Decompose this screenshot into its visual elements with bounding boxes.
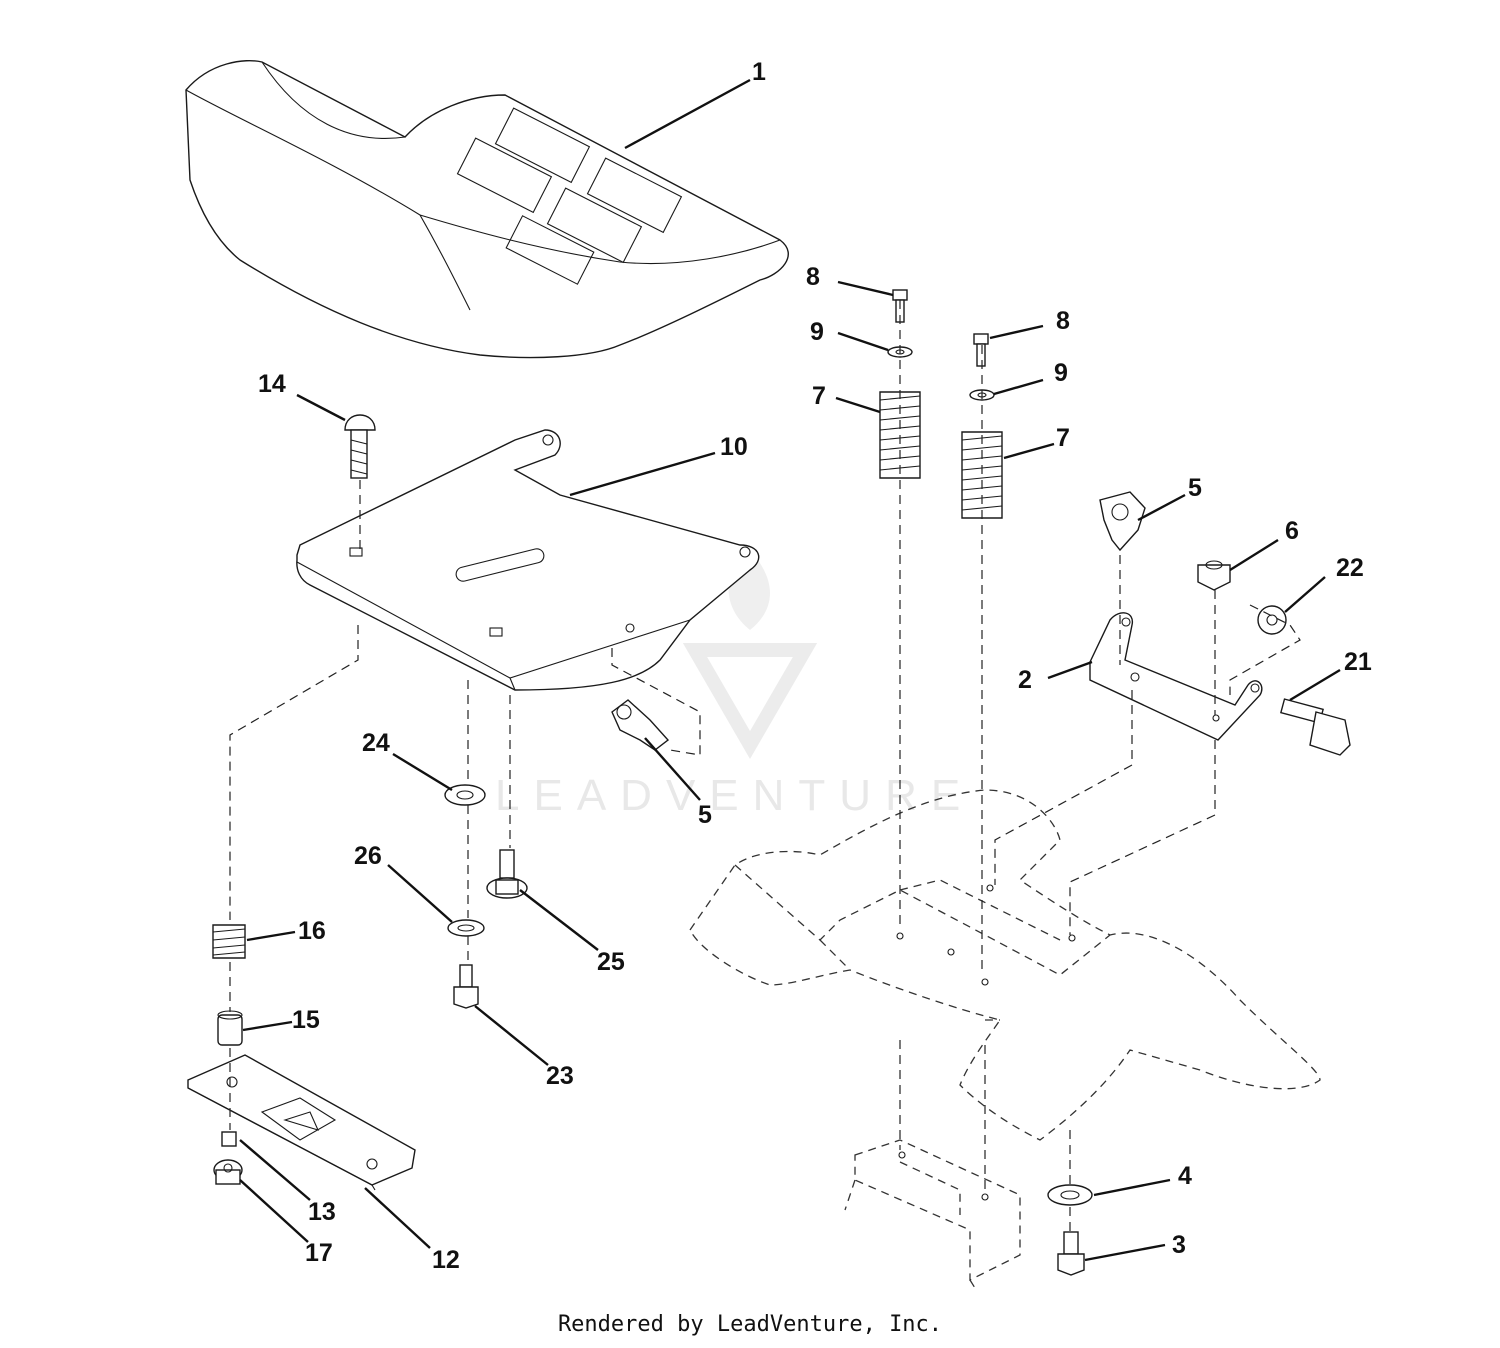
part-hex-bolt (453, 964, 479, 1009)
watermark-text: LEADVENTURE (495, 771, 974, 820)
callout-12: 12 (432, 1246, 460, 1274)
callout-labels: 1 2 3 4 5 5 6 7 7 8 8 9 9 10 12 13 14 15… (258, 58, 1372, 1274)
callout-9-right: 9 (1054, 359, 1068, 387)
watermark: LEADVENTURE (495, 545, 974, 820)
callout-13: 13 (308, 1198, 336, 1226)
alignment-lines (229, 300, 1301, 1232)
callout-5-lower: 5 (698, 801, 712, 829)
watermark-v-icon (682, 643, 818, 759)
callout-16: 16 (298, 917, 326, 945)
callout-1: 1 (752, 58, 766, 86)
callout-4: 4 (1178, 1162, 1192, 1190)
part-flange-nut (213, 1159, 243, 1185)
part-seat (185, 59, 789, 359)
callout-7-right: 7 (1056, 424, 1070, 452)
callout-8-right: 8 (1056, 307, 1070, 335)
part-bolt-bottom (1057, 1231, 1085, 1276)
callout-3: 3 (1172, 1231, 1186, 1259)
part-bracket (1089, 612, 1263, 741)
callout-23: 23 (546, 1062, 574, 1090)
callout-26: 26 (354, 842, 382, 870)
footer-credit: Rendered by LeadVenture, Inc. (557, 1312, 943, 1337)
callout-25: 25 (597, 948, 625, 976)
part-nut (1197, 560, 1231, 591)
part-shoulder-bolt (1280, 698, 1351, 756)
callout-6: 6 (1285, 517, 1299, 545)
callout-22: 22 (1336, 554, 1364, 582)
callout-24: 24 (362, 729, 390, 757)
part-lock-washer (447, 919, 485, 937)
part-clip-left (611, 699, 670, 751)
callout-7-left: 7 (812, 382, 826, 410)
part-spacer (217, 1010, 243, 1046)
part-small-bolt (221, 1131, 237, 1147)
part-clip-right (1099, 491, 1146, 552)
part-washer (444, 784, 486, 806)
callout-21: 21 (1344, 648, 1372, 676)
part-nut-2 (1257, 605, 1287, 635)
callout-10: 10 (720, 433, 748, 461)
leader-lines (239, 78, 1341, 1262)
callout-17: 17 (305, 1239, 333, 1267)
callout-5-upper: 5 (1188, 474, 1202, 502)
part-spring-stack-right (961, 333, 1003, 519)
callout-9-left: 9 (810, 318, 824, 346)
part-small-spring (212, 924, 246, 959)
callout-15: 15 (292, 1006, 320, 1034)
callout-8-left: 8 (806, 263, 820, 291)
part-seat-pan (296, 429, 760, 691)
part-flange-bolt (486, 849, 528, 899)
part-washer-large (1047, 1184, 1093, 1206)
callout-2: 2 (1018, 666, 1032, 694)
callout-14: 14 (258, 370, 286, 398)
part-slide-plate (187, 1054, 416, 1191)
part-carriage-bolt (344, 414, 376, 479)
ghost-frame (689, 789, 1321, 1289)
